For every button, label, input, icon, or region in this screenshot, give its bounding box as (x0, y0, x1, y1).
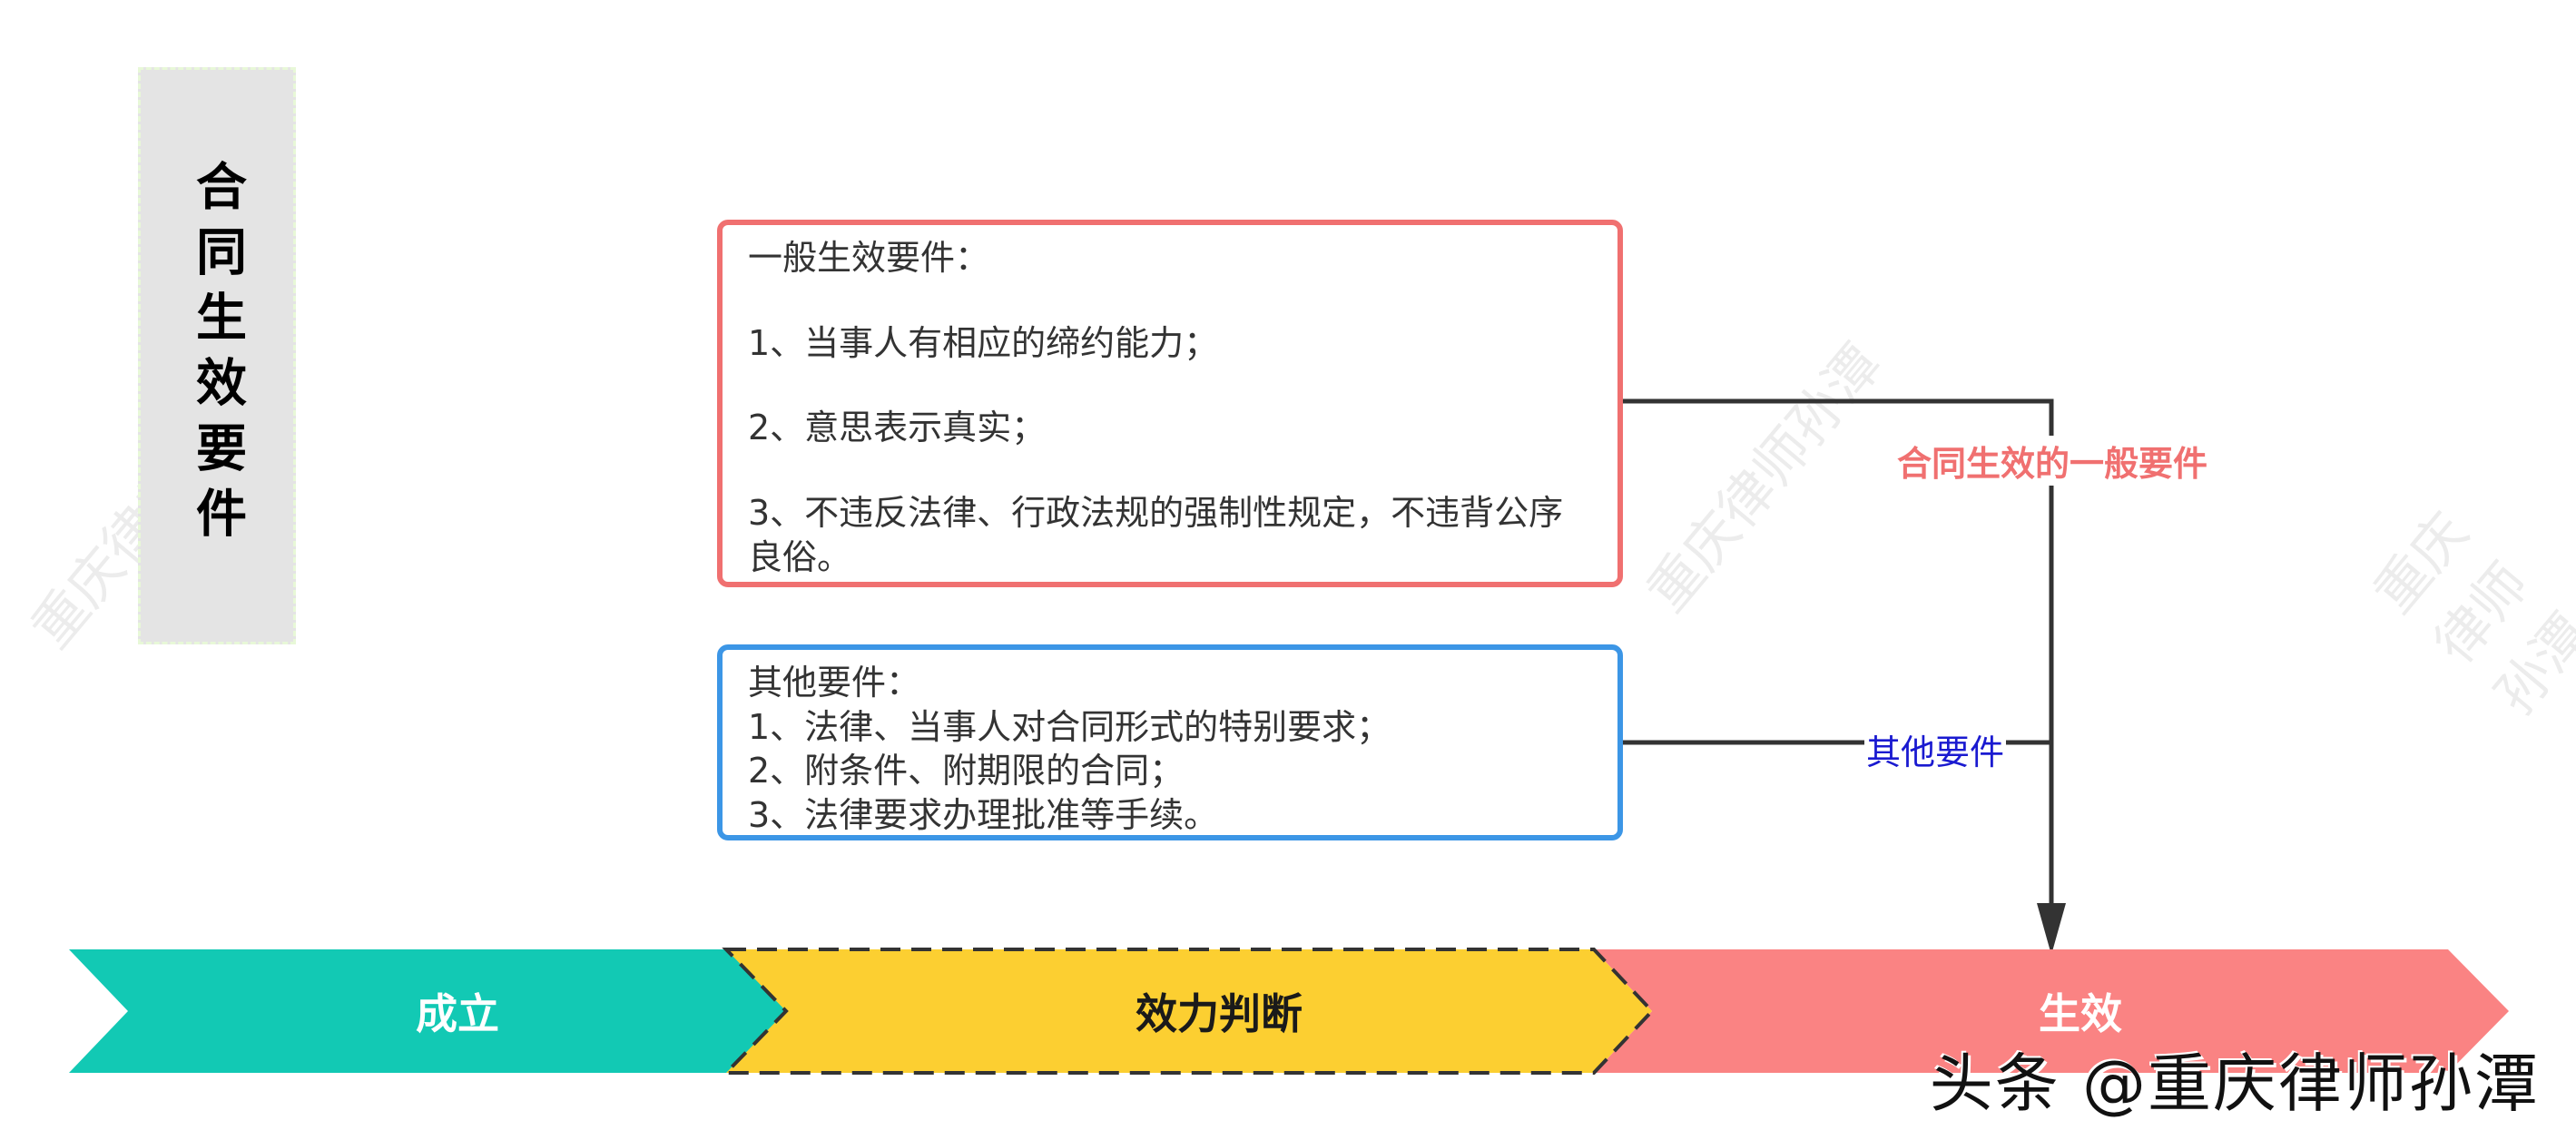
arrow-down-icon (2037, 903, 2066, 955)
stage-label-established: 成立 (416, 989, 499, 1038)
requirement-item: 1、法律、当事人对合同形式的特别要求； (748, 706, 1391, 747)
general-connector-line (1617, 398, 2054, 908)
stage-chevron-effective (1594, 949, 2509, 1073)
stage-chevron-established (69, 949, 787, 1073)
requirement-item: 3、不违反法律、行政法规的强制性规定，不违背公序良俗。 (748, 492, 1564, 577)
page-title: 合同生效要件 (187, 160, 247, 552)
other-connector-label: 其他要件 (1864, 724, 2007, 774)
general-requirements-card: 一般生效要件： 1、当事人有相应的缔约能力； 2、意思表示真实； 3、不违反法律… (717, 220, 1623, 587)
stage-chevron-validity (722, 948, 1655, 1075)
stage-label-effective: 生效 (2039, 989, 2122, 1038)
title-box: 合同生效要件 (138, 67, 296, 644)
requirement-item: 3、法律要求办理批准等手续。 (748, 794, 1219, 835)
general-connector-label: 合同生效的一般要件 (1893, 436, 2212, 486)
requirement-item: 1、当事人有相应的缔约能力； (748, 322, 1219, 363)
card-heading: 其他要件： (748, 663, 921, 703)
requirement-item: 2、意思表示真实； (748, 408, 1047, 448)
card-heading: 一般生效要件： (748, 238, 990, 278)
other-requirements-card: 其他要件： 1、法律、当事人对合同形式的特别要求； 2、附条件、附期限的合同； … (717, 644, 1623, 840)
stage-label-validity: 效力判断 (1136, 989, 1303, 1038)
requirement-item: 2、附条件、附期限的合同； (748, 751, 1185, 791)
watermark-text: 头条 @重庆律师孙潭 (1929, 1047, 2540, 1121)
